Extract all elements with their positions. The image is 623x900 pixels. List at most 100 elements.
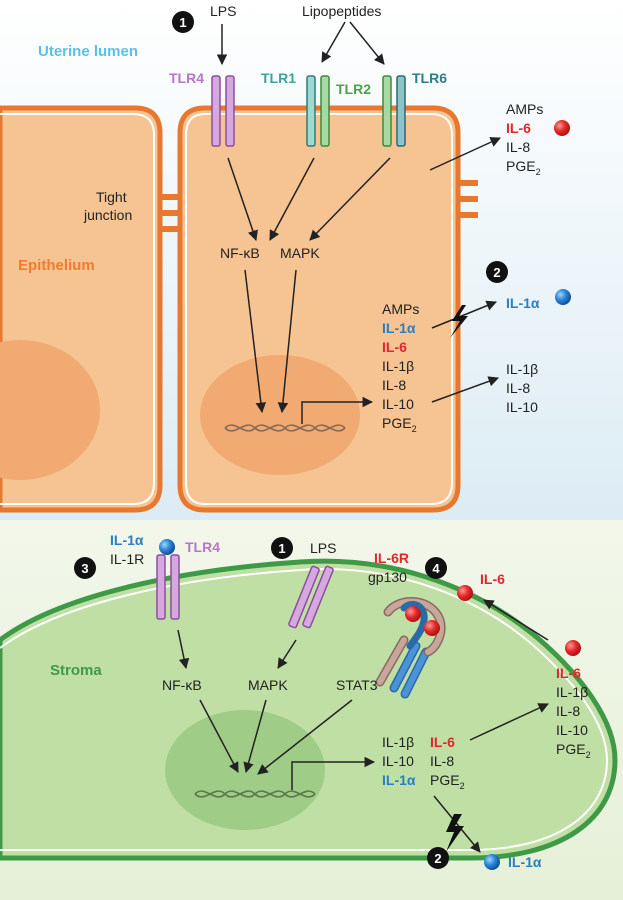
- epi-secreted-top-list: AMPs IL-6 IL-8 PGE2: [506, 101, 543, 177]
- il6-molecule-top: [554, 120, 570, 136]
- label-tlr4: TLR4: [169, 70, 204, 86]
- label-mapk-stroma: MAPK: [248, 677, 288, 693]
- label-stat3: STAT3: [336, 677, 378, 693]
- tlr4-receptor-stroma-lps: [288, 565, 334, 629]
- stroma-sec-il8: IL-8: [556, 703, 580, 719]
- tlr2-tlr6-receptor: [382, 75, 406, 147]
- arrow-stroma-transcription: [291, 756, 376, 790]
- step-badge-1-top-num: 1: [179, 15, 186, 30]
- epi-sec-amps: AMPs: [506, 101, 543, 117]
- dna-icon-stroma: [194, 790, 316, 798]
- label-gp130: gp130: [368, 569, 407, 585]
- arrow-tlr4-nfkb-stroma: [177, 629, 190, 670]
- label-tight: Tight: [96, 189, 127, 205]
- il6-molecule-secreted: [565, 640, 581, 656]
- stroma-sec-il6: IL-6: [556, 665, 581, 681]
- tlr4-receptor-epithelium: [211, 75, 235, 147]
- step-badge-3-num: 3: [81, 561, 88, 576]
- stroma-il6-free-label: IL-6: [480, 571, 505, 587]
- step-badge-2-stroma-num: 2: [434, 851, 441, 866]
- tlr1-tlr2-receptor: [306, 75, 330, 147]
- label-lipopeptides: Lipopeptides: [302, 3, 381, 19]
- arrow-nfkb-dna: [244, 269, 267, 414]
- epi-sec-il8: IL-8: [506, 139, 530, 155]
- epi-int-il8: IL-8: [382, 377, 406, 393]
- stroma-int-il1b: IL-1β: [382, 734, 414, 750]
- epi-sec-pge: PGE2: [506, 158, 541, 177]
- arrow-nfkb-dna-stroma: [199, 699, 239, 773]
- stroma-int-pge: PGE2: [430, 772, 465, 791]
- step-badge-1-stroma: [271, 537, 293, 559]
- step-badge-2-stroma: [427, 847, 449, 869]
- label-tlr6: TLR6: [412, 70, 447, 86]
- stromal-nucleus: [165, 710, 325, 830]
- step-badge-1-stroma-num: 1: [278, 541, 285, 556]
- label-tlr1: TLR1: [261, 70, 296, 86]
- step-badge-4-num: 4: [432, 561, 440, 576]
- il1a-molecule-bound: [159, 539, 175, 555]
- il6r-gp130-receptor-complex: [375, 597, 446, 699]
- label-stroma: Stroma: [50, 662, 102, 679]
- stroma-sec-pge: PGE2: [556, 741, 591, 760]
- epi-int-il1a: IL-1α: [382, 320, 416, 336]
- arrow-tlr12-nfkb: [269, 157, 315, 241]
- lightning-icon-stroma: [446, 814, 464, 852]
- label-lps-top: LPS: [210, 3, 236, 19]
- stroma-label-tlr4: TLR4: [185, 539, 220, 555]
- arrow-epi-release-list: [431, 376, 499, 403]
- label-lps-stroma: LPS: [310, 540, 336, 556]
- stroma-label-il1a: IL-1α: [110, 532, 144, 548]
- stromal-cell: [0, 558, 618, 861]
- epi-released-list: IL-1β IL-8 IL-10: [506, 361, 538, 415]
- step-badge-3: [74, 557, 96, 579]
- arrow-mapk-dna-stroma: [243, 699, 267, 774]
- il1a-molecule-stroma: [484, 854, 500, 870]
- label-mapk-epithelium: MAPK: [280, 245, 320, 261]
- arrow-il1a-release-stroma: [433, 795, 481, 853]
- label-nfkb-epithelium: NF-κB: [220, 245, 260, 261]
- stroma-int-il1a: IL-1α: [382, 772, 416, 788]
- il1a-molecule-epi: [555, 289, 571, 305]
- epi-int-pge: PGE2: [382, 415, 417, 434]
- epi-int-il6: IL-6: [382, 339, 407, 355]
- arrow-mapk-dna: [277, 269, 297, 414]
- epi-sec-il6: IL-6: [506, 120, 531, 136]
- stroma-released-il1a: IL-1α: [508, 854, 542, 870]
- step-badge-2-top-num: 2: [493, 265, 500, 280]
- arrow-tlr4-mapk-stroma: [277, 639, 297, 669]
- tight-junction-bars: [158, 180, 478, 232]
- label-nfkb-stroma: NF-κB: [162, 677, 202, 693]
- right-cell-nucleus: [200, 355, 360, 475]
- arrow-stroma-secretion: [469, 703, 549, 741]
- epi-int-il1b: IL-1β: [382, 358, 414, 374]
- epi-rel-il10: IL-10: [506, 399, 538, 415]
- arrow-lipopeptides-tlr6: [349, 21, 385, 65]
- arrow-il1a-release-epi: [431, 300, 497, 329]
- stroma-sec-il10: IL-10: [556, 722, 588, 738]
- label-uterine-lumen: Uterine lumen: [38, 43, 138, 60]
- stroma-sec-il1b: IL-1β: [556, 684, 588, 700]
- epi-int-il10: IL-10: [382, 396, 414, 412]
- epi-int-amps: AMPs: [382, 301, 419, 317]
- label-il6r: IL-6R: [374, 550, 409, 566]
- arrow-tlr26-mapk: [309, 157, 391, 241]
- epithelial-cell-right-inner-membrane: [185, 113, 453, 505]
- stroma-internal-left: IL-1β IL-10 IL-1α: [382, 734, 416, 788]
- il6-molecule-free: [457, 585, 473, 601]
- arrow-epi-secretion-top: [429, 137, 501, 171]
- step-badge-2-top: [486, 261, 508, 283]
- arrow-lipopeptides-tlr1: [321, 21, 346, 63]
- dna-icon-epithelium: [224, 424, 346, 432]
- lightning-icon-epi: [450, 305, 468, 338]
- arrow-il6-autocrine: [483, 599, 549, 641]
- stroma-int-il6: IL-6: [430, 734, 455, 750]
- arrow-epi-transcription: [301, 396, 374, 424]
- epi-rel-il1b: IL-1β: [506, 361, 538, 377]
- step-badge-1-top: [172, 11, 194, 33]
- stroma-int-il10: IL-10: [382, 753, 414, 769]
- label-junction: junction: [83, 207, 132, 223]
- tlr4-il1r-receptor-stroma: [156, 554, 180, 620]
- stroma-label-il1r: IL-1R: [110, 551, 144, 567]
